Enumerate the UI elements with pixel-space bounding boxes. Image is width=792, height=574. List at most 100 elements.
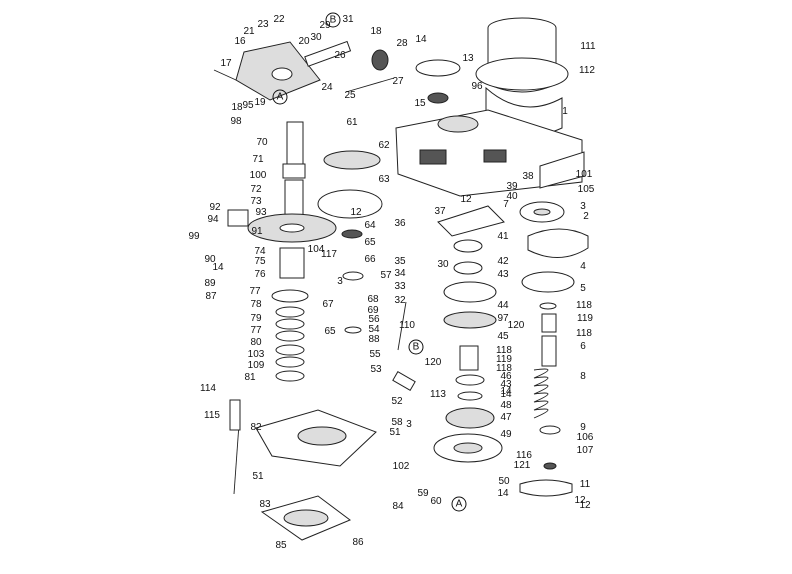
lever [392, 301, 416, 392]
callout-a-top: A [272, 89, 288, 105]
part-label: 18 [231, 102, 243, 113]
part-label: 119 [496, 354, 512, 365]
part-label: 118 [576, 328, 592, 339]
part-label: 14 [500, 389, 512, 400]
part-label: 42 [497, 256, 509, 267]
part-label: 32 [394, 295, 406, 306]
part-label: 81 [244, 372, 256, 383]
part-label: 30 [437, 259, 449, 270]
part-label: 103 [247, 349, 265, 360]
part-label: 63 [378, 174, 390, 185]
part-label: 112 [579, 65, 595, 76]
part-label: 69 [367, 305, 379, 316]
part-label: 66 [364, 254, 376, 265]
part-label: 75 [254, 256, 266, 267]
part-label: 105 [577, 184, 595, 195]
part-label: 60 [430, 496, 442, 507]
part-label: 94 [207, 214, 219, 225]
part-label: 17 [220, 58, 232, 69]
tool-arm [227, 209, 249, 495]
spindle-stack [247, 121, 337, 382]
part-label: 48 [500, 400, 512, 411]
callout-b-top: B [325, 12, 341, 28]
part-label: 115 [204, 410, 220, 421]
part-label: 79 [250, 313, 262, 324]
part-label: 90 [204, 254, 216, 265]
part-label: 109 [247, 360, 265, 371]
part-label: 65 [364, 237, 376, 248]
part-label: 49 [500, 429, 512, 440]
part-label: 78 [250, 299, 262, 310]
part-label: 95 [242, 100, 254, 111]
right-assembly [519, 201, 589, 497]
part-label: 102 [392, 461, 410, 472]
part-label: 43 [500, 379, 512, 390]
part-label: 30 [310, 32, 322, 43]
part-label: 73 [250, 196, 262, 207]
part-label: 77 [249, 286, 261, 297]
part-label: 104 [307, 244, 325, 255]
part-label: 29 [319, 20, 331, 31]
motor [475, 17, 569, 138]
part-label: 36 [394, 218, 406, 229]
part-label: 11 [579, 479, 591, 490]
callout-b-bottom: B [408, 339, 424, 355]
part-label: 23 [257, 19, 269, 30]
part-label: 22 [273, 14, 285, 25]
part-label: 19 [254, 97, 266, 108]
part-label: 3 [337, 276, 343, 287]
part-label: 56 [368, 314, 380, 325]
part-label: 72 [250, 184, 262, 195]
part-label: 6 [580, 341, 586, 352]
part-label: 74 [254, 246, 266, 257]
part-label: 99 [188, 231, 200, 242]
part-label: 101 [575, 169, 593, 180]
part-label: 61 [346, 117, 358, 128]
part-label: 1 [562, 106, 568, 117]
part-label: 4 [580, 261, 586, 272]
part-label: 65 [324, 326, 336, 337]
part-label: 120 [424, 357, 442, 368]
part-label: 12 [574, 495, 586, 506]
part-label: 27 [392, 76, 404, 87]
part-label: 92 [209, 202, 221, 213]
part-label: 110 [399, 320, 415, 331]
base-plate [255, 409, 377, 541]
part-label: 43 [497, 269, 509, 280]
part-label: 107 [576, 445, 594, 456]
part-label: 77 [250, 325, 262, 336]
part-label: 16 [234, 36, 246, 47]
part-label: 33 [394, 281, 406, 292]
part-label: 52 [391, 396, 403, 407]
part-label: 68 [367, 294, 379, 305]
part-label: 18 [370, 26, 382, 37]
part-label: 46 [500, 371, 512, 382]
part-label: 96 [471, 81, 483, 92]
part-label: 118 [576, 300, 592, 311]
part-label: 91 [251, 226, 263, 237]
part-label: 114 [200, 383, 216, 394]
part-label: 106 [576, 432, 594, 443]
part-label: 87 [205, 291, 217, 302]
part-label: 45 [497, 331, 509, 342]
part-label: 50 [498, 476, 510, 487]
part-label: 3 [406, 419, 412, 430]
head-housing [395, 109, 585, 197]
part-label: 37 [434, 206, 446, 217]
part-label: 12 [350, 207, 362, 218]
part-label: 80 [250, 337, 262, 348]
part-label: 84 [392, 501, 404, 512]
part-label: 21 [243, 26, 255, 37]
part-label: 113 [430, 389, 446, 400]
part-label: 24 [321, 82, 333, 93]
part-label: 47 [500, 412, 512, 423]
part-label: 14 [497, 488, 509, 499]
part-label: 7 [503, 199, 509, 210]
gearbox-cover [213, 41, 321, 101]
motor-plate [415, 59, 461, 104]
part-label: 8 [580, 371, 586, 382]
part-label: 119 [577, 313, 593, 324]
part-label: 12 [579, 500, 591, 511]
part-label: 35 [394, 256, 406, 267]
